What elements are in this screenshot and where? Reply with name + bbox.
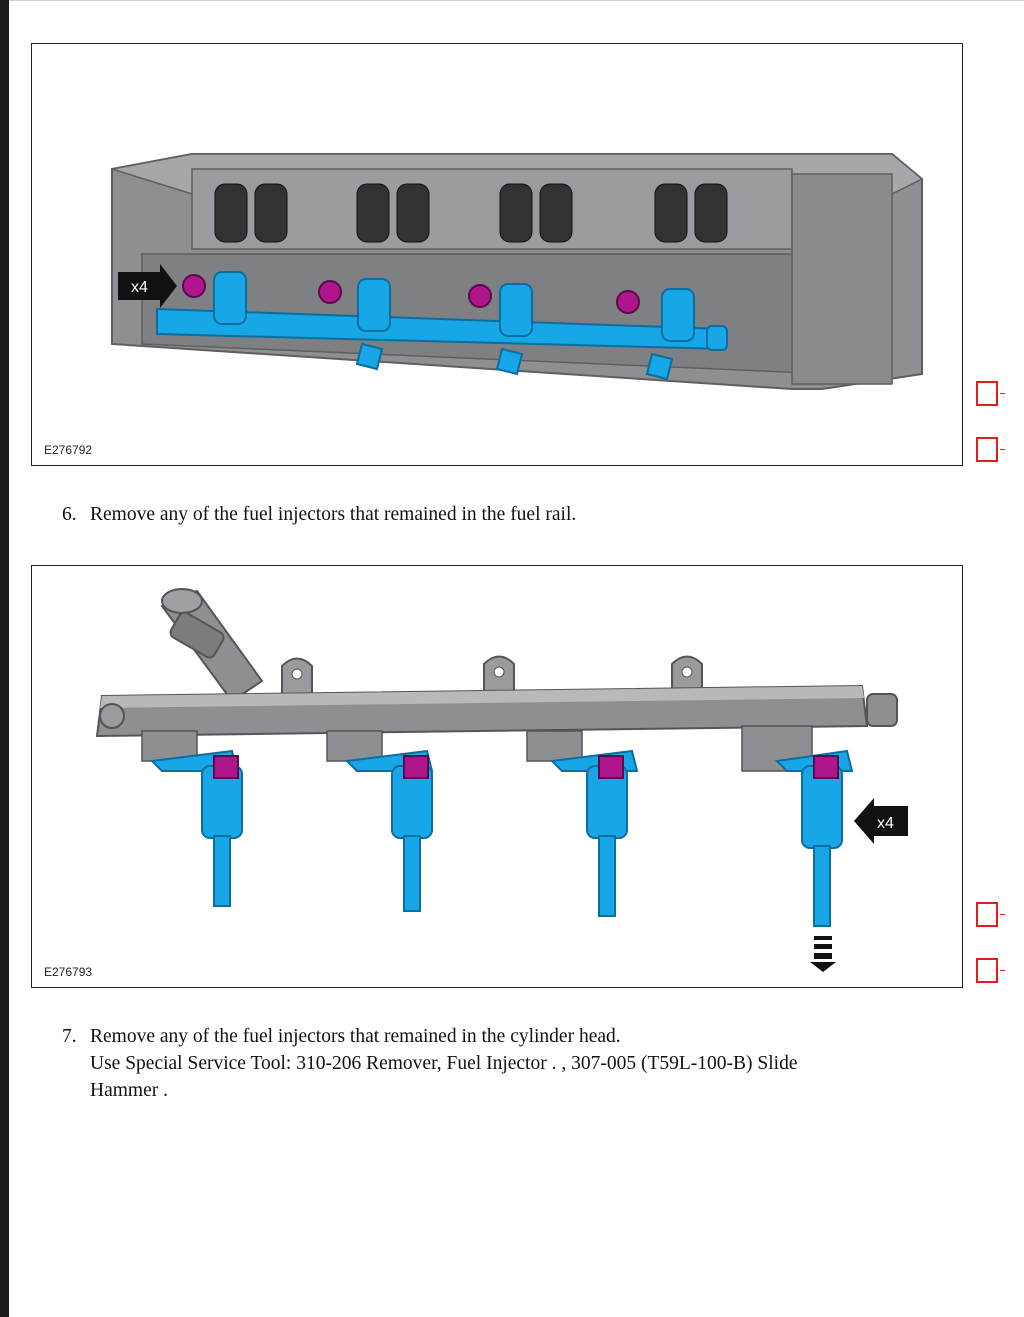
step-checkbox[interactable]: [976, 381, 1005, 406]
step-7: 7. Remove any of the fuel injectors that …: [62, 1023, 797, 1104]
special-tool-line-continued: Hammer .: [90, 1080, 168, 1101]
pull-down-arrow-icon: [810, 936, 836, 972]
step-checkbox[interactable]: [976, 958, 1005, 983]
callout-arrow-icon: [118, 264, 177, 308]
callout-arrow-icon: [854, 798, 908, 844]
step-number: 6.: [62, 504, 77, 525]
viewer-left-edge: [0, 0, 9, 1317]
fuel-rail-illustration: x4: [95, 588, 908, 972]
figure-id: E276793: [44, 965, 93, 979]
step-checkbox[interactable]: [976, 437, 1005, 462]
cylinder-head-illustration: x4: [111, 153, 924, 390]
step-number: 7.: [62, 1026, 77, 1047]
callout-label: x4: [877, 815, 894, 832]
page-top-rule: [9, 0, 1024, 1]
figure-fuel-rail-injectors: x4 E276793: [31, 565, 963, 988]
step-checkbox[interactable]: [976, 902, 1005, 927]
figure-id: E276792: [44, 443, 93, 457]
step-6: 6. Remove any of the fuel injectors that …: [62, 501, 576, 528]
step-text: Remove any of the fuel injectors that re…: [90, 504, 577, 525]
figure-cylinder-head-fuel-rail: x4 E276792: [31, 43, 963, 466]
special-tool-line: Use Special Service Tool: 310-206 Remove…: [90, 1053, 798, 1074]
callout-label: x4: [131, 279, 148, 296]
step-text: Remove any of the fuel injectors that re…: [90, 1026, 621, 1047]
